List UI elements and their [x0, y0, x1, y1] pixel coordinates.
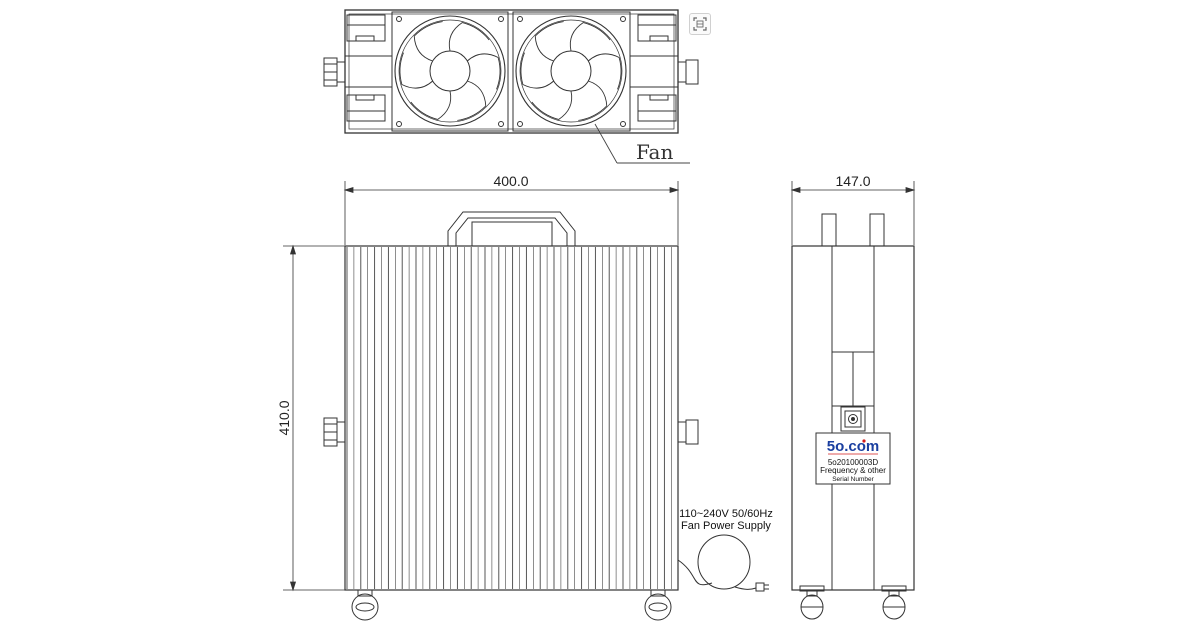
heat-sink-fins [346, 247, 672, 589]
nameplate-brand: 5o.com [827, 438, 880, 455]
nameplate-serial: Serial Number [832, 476, 874, 483]
bracket-top-right [637, 14, 677, 42]
depth-dimension-label: 147.0 [835, 173, 870, 189]
height-dimension [283, 244, 345, 592]
front-wheels [351, 589, 672, 621]
nameplate-frequency: Frequency & other [820, 466, 886, 475]
side-body [791, 213, 915, 591]
power-label-line2: Fan Power Supply [681, 520, 771, 532]
nameplate [815, 432, 891, 485]
power-label-line1: 110~240V 50/60Hz [679, 508, 773, 520]
bracket-bottom-left [346, 94, 386, 122]
fan-callout [594, 123, 690, 164]
fan-1 [394, 15, 506, 127]
nameplate-model: 5o20100003D [828, 458, 878, 467]
bracket-top-left [346, 14, 386, 42]
scan-icon-button[interactable] [689, 13, 711, 35]
rf-connector [840, 406, 866, 432]
front-connectors [323, 417, 699, 447]
scan-icon [693, 17, 707, 31]
bracket-bottom-right [637, 94, 677, 122]
depth-dimension [790, 181, 916, 245]
fan-label: Fan [636, 140, 673, 164]
width-dimension [343, 181, 680, 245]
side-wheels [799, 585, 907, 620]
fan-2 [515, 15, 627, 127]
power-cord [677, 534, 769, 592]
top-view [323, 9, 699, 134]
handle [447, 211, 576, 247]
fans [394, 15, 627, 127]
front-body [344, 245, 679, 591]
height-dimension-label: 410.0 [276, 400, 292, 435]
width-dimension-label: 400.0 [493, 173, 528, 189]
